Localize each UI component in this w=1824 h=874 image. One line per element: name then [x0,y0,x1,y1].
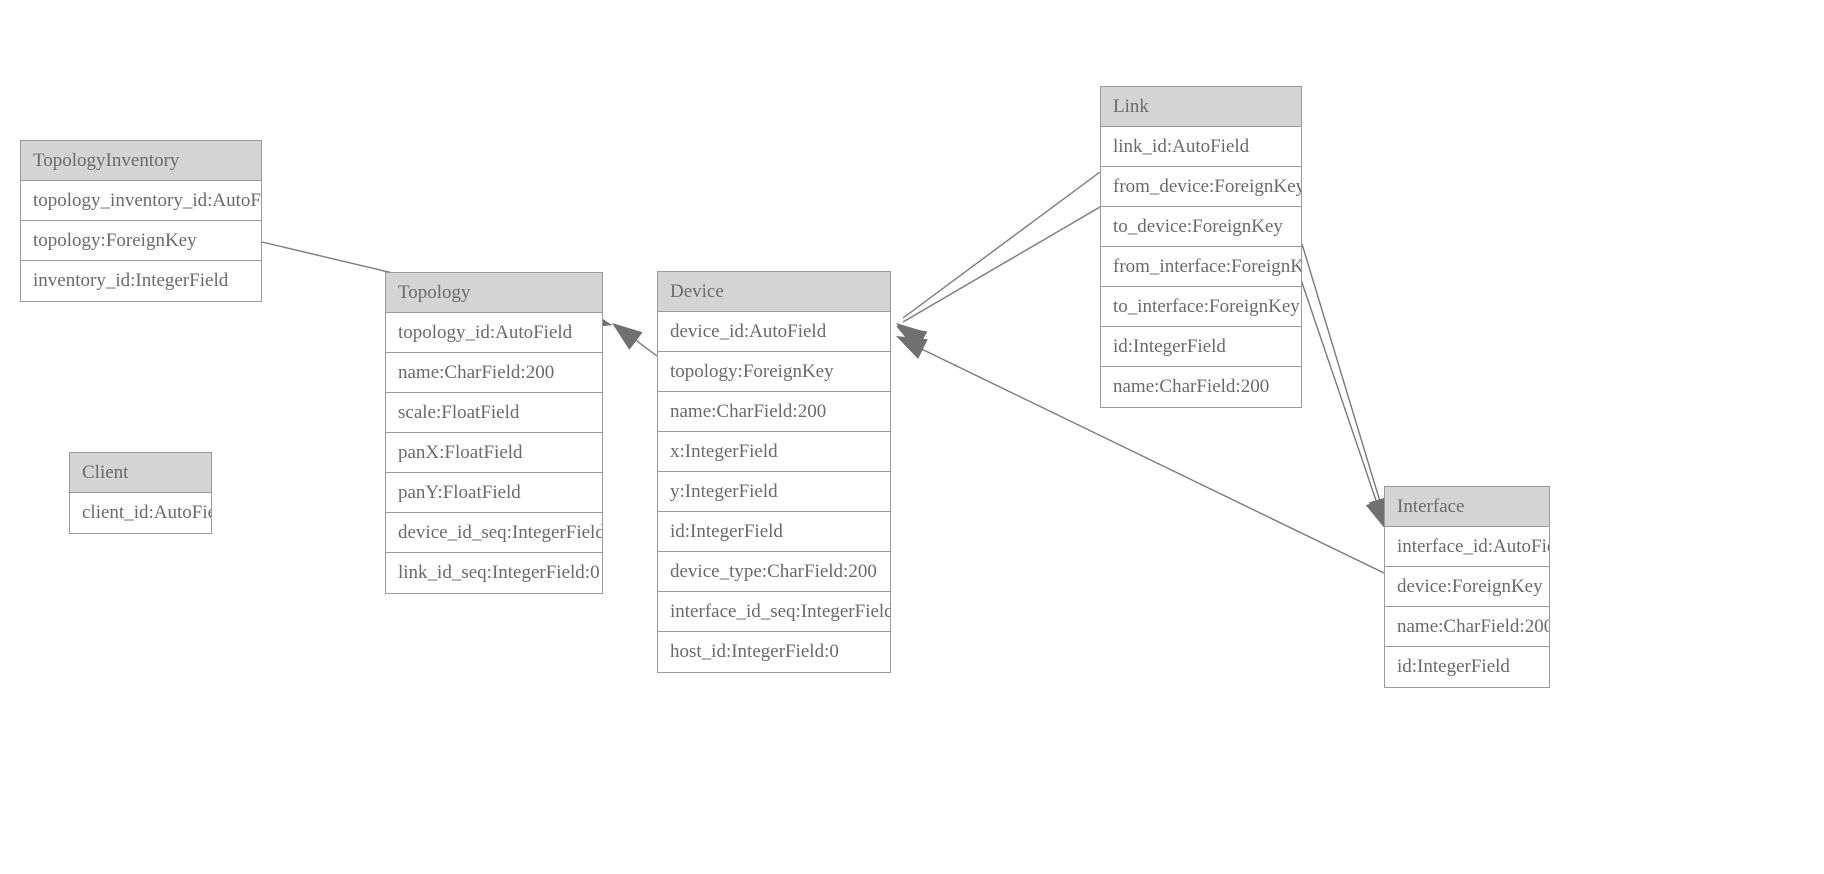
entity-field: inventory_id:IntegerField [21,261,261,301]
entity-field: link_id:AutoField [1101,127,1301,167]
rel-link-to-interface [1295,264,1387,530]
entity-title-topology_inventory: TopologyInventory [21,141,261,181]
entity-field: host_id:IntegerField:0 [658,632,890,672]
entity-field: device_type:CharField:200 [658,552,890,592]
entity-field: panX:FloatField [386,433,602,473]
entity-title-topology: Topology [386,273,602,313]
entity-field: device_id_seq:IntegerField:0 [386,513,602,553]
entity-field: interface_id:AutoField [1385,527,1549,567]
entity-field: to_interface:ForeignKey [1101,287,1301,327]
entity-field: from_interface:ForeignKey [1101,247,1301,287]
relationship-arrowhead [896,326,928,351]
entity-title-interface: Interface [1385,487,1549,527]
entity-field: from_device:ForeignKey [1101,167,1301,207]
entity-interface[interactable]: Interfaceinterface_id:AutoFielddevice:Fo… [1384,486,1550,688]
entity-field: topology_id:AutoField [386,313,602,353]
entity-field: name:CharField:200 [1101,367,1301,407]
relationship-arrowhead [612,323,643,350]
rel-device-topology [612,323,658,357]
entity-field: to_device:ForeignKey [1101,207,1301,247]
entity-field: y:IntegerField [658,472,890,512]
relationship-arrowhead [896,336,928,360]
entity-title-link: Link [1101,87,1301,127]
entity-field: x:IntegerField [658,432,890,472]
entity-field: id:IntegerField [658,512,890,552]
entity-field: name:CharField:200 [1385,607,1549,647]
entity-title-device: Device [658,272,890,312]
entity-field: device:ForeignKey [1385,567,1549,607]
entity-field: client_id:AutoField [70,493,211,533]
entity-field: name:CharField:200 [386,353,602,393]
entity-field: name:CharField:200 [658,392,890,432]
entity-field: panY:FloatField [386,473,602,513]
entity-field: topology_inventory_id:AutoField [21,181,261,221]
entity-field: topology:ForeignKey [21,221,261,261]
entity-title-client: Client [70,453,211,493]
entity-field: scale:FloatField [386,393,602,433]
entity-field: id:IntegerField [1101,327,1301,367]
entity-field: device_id:AutoField [658,312,890,352]
rel-link-from-device [896,171,1101,350]
entity-field: link_id_seq:IntegerField:0 [386,553,602,593]
rel-link-to-device [896,206,1101,351]
entity-field: topology:ForeignKey [658,352,890,392]
relationship-arrowhead [896,323,927,350]
entity-field: interface_id_seq:IntegerField:0 [658,592,890,632]
entity-field: id:IntegerField [1385,647,1549,687]
